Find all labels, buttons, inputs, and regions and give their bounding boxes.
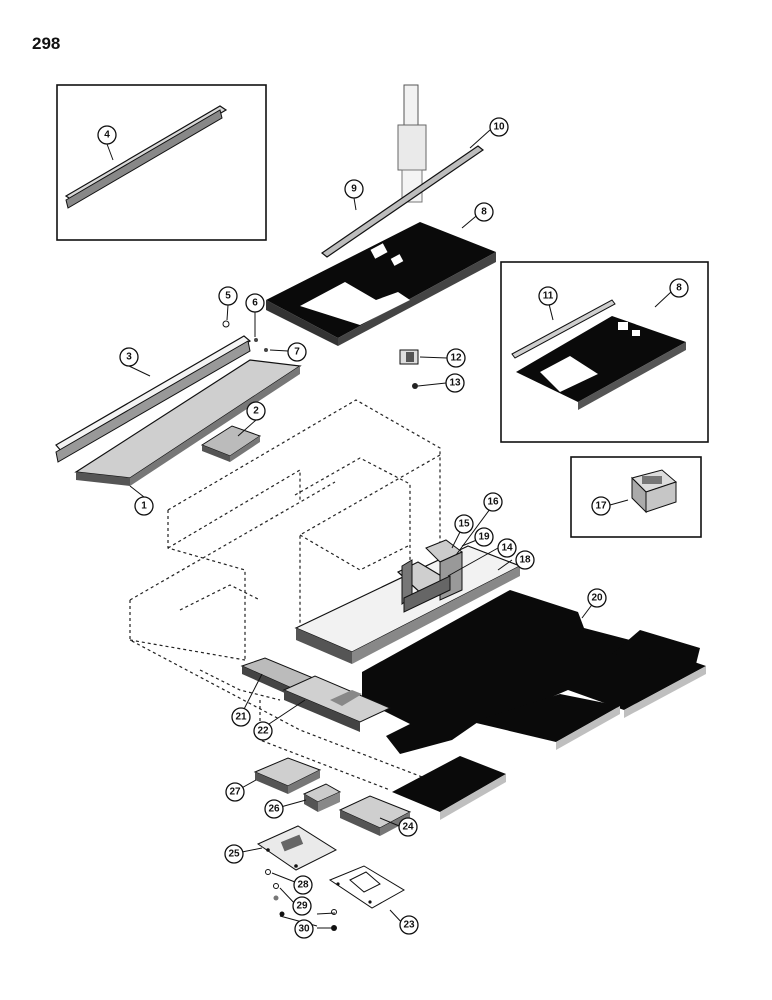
callout-27: 27	[225, 782, 245, 802]
callout-label: 14	[501, 543, 513, 554]
callout-11: 11	[538, 286, 558, 306]
callout-label: 15	[458, 519, 470, 530]
callout-10: 10	[489, 117, 509, 137]
callout-4: 4	[97, 125, 117, 145]
part-plate	[328, 865, 405, 909]
callout-26: 26	[264, 799, 284, 819]
inset-frame-left	[56, 84, 267, 241]
callout-label: 3	[126, 352, 132, 363]
part-washer	[273, 883, 279, 889]
part-nut	[331, 925, 337, 931]
part-angle-strip	[320, 145, 485, 258]
callout-label: 13	[449, 378, 461, 389]
callout-label: 20	[591, 593, 603, 604]
part-foam-strip	[282, 675, 392, 732]
callout-21: 21	[231, 707, 251, 727]
callout-2: 2	[246, 401, 266, 421]
callout-28: 28	[293, 875, 313, 895]
part-pad	[253, 757, 322, 794]
callout-label: 8	[481, 207, 487, 218]
part-floor-mat	[266, 222, 496, 346]
part-floor-mat	[516, 316, 686, 410]
callout-label: 18	[519, 555, 531, 566]
part-angle-strip	[511, 299, 616, 359]
callout-8-inset: 8	[669, 278, 689, 298]
callout-9: 9	[344, 179, 364, 199]
callout-5: 5	[218, 286, 238, 306]
callout-label: 5	[225, 291, 231, 302]
callout-label: 28	[297, 880, 309, 891]
part-washer	[254, 338, 258, 342]
part-angle-strip	[64, 105, 228, 209]
callout-label: 9	[351, 184, 357, 195]
callout-label: 21	[235, 712, 247, 723]
callout-7: 7	[287, 342, 307, 362]
callout-15: 15	[454, 514, 474, 534]
callout-12: 12	[446, 348, 466, 368]
callout-24: 24	[398, 817, 418, 837]
callout-label: 26	[268, 804, 280, 815]
callout-label: 22	[257, 726, 269, 737]
callout-18: 18	[515, 550, 535, 570]
part-small-block	[302, 783, 342, 812]
callout-14: 14	[497, 538, 517, 558]
callout-29: 29	[292, 896, 312, 916]
callout-label: 25	[228, 849, 240, 860]
part-nut	[412, 383, 418, 389]
callout-label: 23	[403, 920, 415, 931]
inset-frame-small	[570, 456, 702, 538]
page-number: 298	[32, 34, 61, 53]
part-insulation-pad	[74, 359, 302, 486]
callout-16: 16	[483, 492, 503, 512]
callout-label: 11	[543, 291, 554, 302]
callout-1: 1	[134, 496, 154, 516]
callout-label: 6	[252, 298, 258, 309]
callout-label: 1	[141, 501, 147, 512]
part-small-pad	[200, 425, 262, 462]
callout-6: 6	[245, 293, 265, 313]
callout-19: 19	[474, 527, 494, 547]
callout-label: 30	[298, 924, 310, 935]
part-nut	[264, 348, 268, 352]
callout-label: 10	[493, 122, 505, 133]
callout-22: 22	[253, 721, 273, 741]
part-plate	[256, 825, 338, 871]
callout-label: 4	[104, 130, 110, 141]
callout-30: 30	[294, 919, 314, 939]
callout-23: 23	[399, 915, 419, 935]
part-floor-mat	[362, 590, 706, 820]
callout-label: 7	[294, 347, 300, 358]
part-nut	[279, 911, 285, 917]
part-angle-strip	[55, 335, 252, 463]
callout-3: 3	[119, 347, 139, 367]
callout-label: 29	[296, 901, 308, 912]
callout-label: 12	[450, 353, 462, 364]
callout-8: 8	[474, 202, 494, 222]
part-retainer	[399, 349, 419, 365]
callout-25: 25	[224, 844, 244, 864]
part-washer	[273, 895, 279, 901]
callout-label: 27	[229, 787, 241, 798]
callout-label: 24	[402, 822, 414, 833]
part-washer	[331, 909, 337, 915]
callout-label: 16	[487, 497, 499, 508]
callout-17: 17	[591, 496, 611, 516]
part-screw	[265, 869, 271, 875]
callout-label: 17	[595, 501, 607, 512]
callout-label: 8	[676, 283, 682, 294]
part-screw	[222, 320, 230, 328]
callout-label: 2	[253, 406, 259, 417]
part-block	[631, 469, 677, 514]
callout-label: 19	[478, 532, 490, 543]
inset-frame-right	[500, 261, 709, 443]
callout-13: 13	[445, 373, 465, 393]
callout-20: 20	[587, 588, 607, 608]
